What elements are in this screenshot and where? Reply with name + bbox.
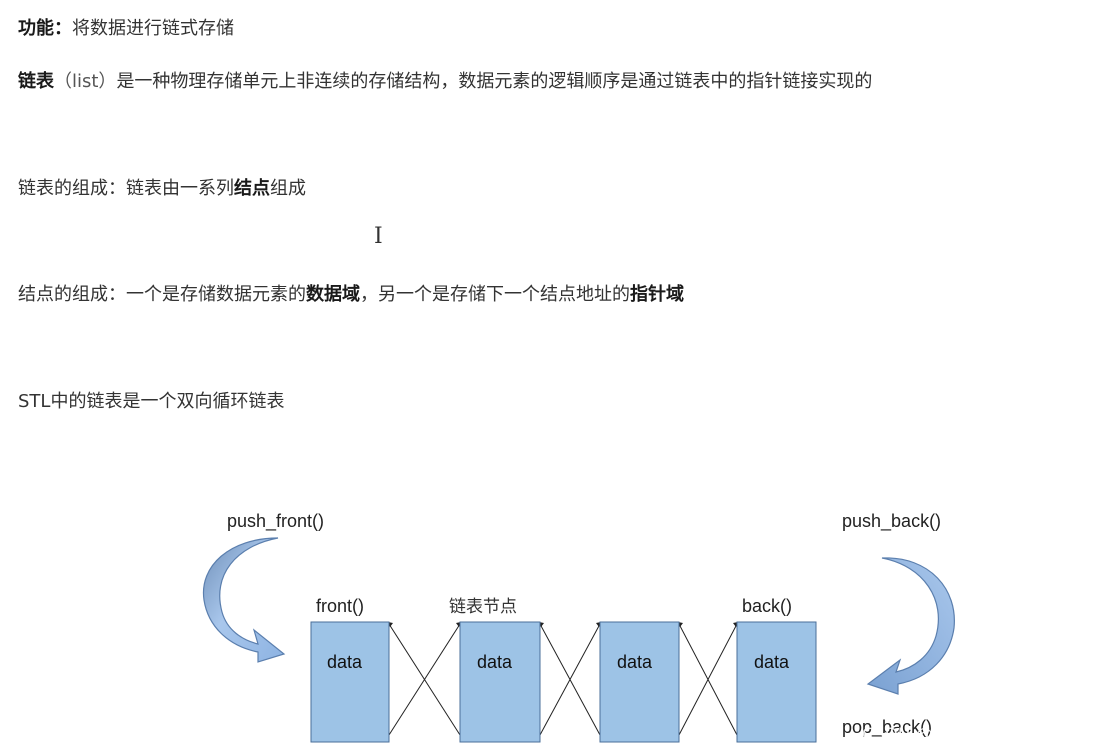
composition-text-pre: 链表的组成：链表由一系列 (18, 178, 234, 199)
pointer-field-term: 指针域 (630, 284, 684, 305)
node-2: data (459, 621, 541, 743)
stl-text: STL中的链表是一个双向循环链表 (18, 391, 285, 412)
node-composition-mid: ，另一个是存储下一个结点地址的 (360, 284, 630, 305)
front-label: front() (316, 596, 364, 616)
push-back-arrow-icon (866, 557, 955, 695)
stl-line: STL中的链表是一个双向循环链表 (18, 389, 284, 415)
node-3: data (599, 621, 680, 743)
pop-back-label: pop_back() (842, 717, 932, 738)
back-label: back() (742, 596, 792, 616)
function-label: 功能： (18, 18, 72, 39)
composition-term: 结点 (234, 178, 270, 199)
node-composition-line: 结点的组成：一个是存储数据元素的数据域，另一个是存储下一个结点地址的指针域 (18, 282, 684, 308)
node-3-data: data (617, 652, 653, 672)
push-back-label: push_back() (842, 511, 941, 532)
composition-text-post: 组成 (270, 178, 306, 199)
node-composition-pre: 结点的组成：一个是存储数据元素的 (18, 284, 306, 305)
function-text: 将数据进行链式存储 (72, 18, 234, 39)
node-4: data (736, 621, 817, 743)
node-links (388, 623, 738, 736)
link-line (539, 623, 601, 736)
node-1: data (310, 621, 390, 743)
definition-term: 链表 (18, 71, 54, 92)
link-line (388, 623, 461, 736)
push-front-arrow-icon (202, 537, 286, 663)
data-field-term: 数据域 (306, 284, 360, 305)
node-4-data: data (754, 652, 790, 672)
link-line (678, 623, 738, 736)
node-2-data: data (477, 652, 513, 672)
definition-text: 是一种物理存储单元上非连续的存储结构，数据元素的逻辑顺序是通过链表中的指针链接实… (116, 71, 873, 92)
watermark: CSDN @%编程爱好者% (862, 725, 1050, 745)
definition-line: 链表（list）是一种物理存储单元上非连续的存储结构，数据元素的逻辑顺序是通过链… (18, 69, 872, 95)
node-label: 链表节点 (449, 597, 517, 617)
composition-line: 链表的组成：链表由一系列结点组成 (18, 176, 306, 202)
push-front-label: push_front() (227, 511, 324, 532)
text-cursor-icon: I (374, 224, 383, 249)
link-arrowheads (388, 622, 738, 627)
definition-term-en: （list） (54, 71, 117, 92)
function-line: 功能：将数据进行链式存储 (18, 16, 234, 42)
node-1-data: data (327, 652, 363, 672)
